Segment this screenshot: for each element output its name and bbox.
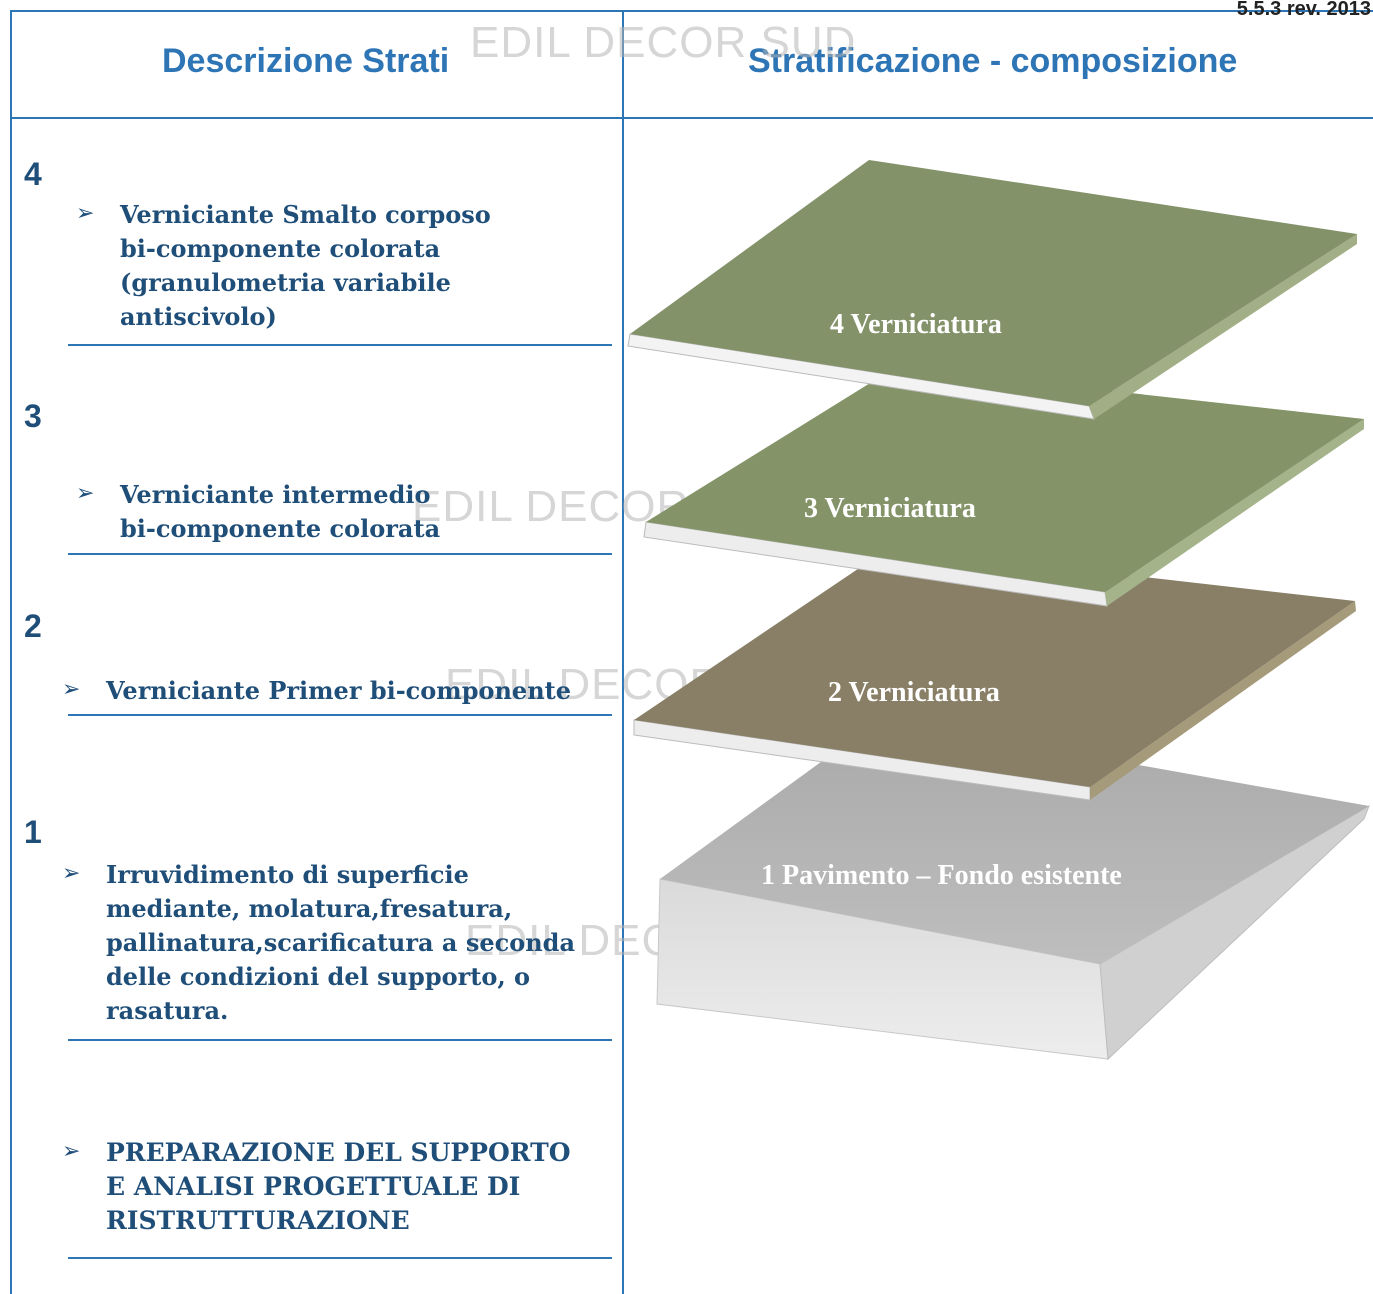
separator	[68, 553, 612, 555]
layer-1-description: Irruvidimento di superficie mediante, mo…	[106, 858, 575, 1028]
layer-stack-diagram: 1 Pavimento – Fondo esistente 2 Vernicia…	[627, 160, 1370, 1061]
separator	[68, 1039, 612, 1041]
separator	[68, 344, 612, 346]
text-line: rasatura.	[106, 996, 229, 1025]
arrow-bullet-icon: ➢	[62, 1139, 81, 1164]
arrow-bullet-icon: ➢	[76, 481, 95, 506]
layer-1-block: 1 Pavimento – Fondo esistente	[656, 719, 1370, 1061]
header-descrizione-strati: Descrizione Strati	[162, 42, 450, 80]
preparation-description: PREPARAZIONE DEL SUPPORTO E ANALISI PROG…	[106, 1136, 570, 1238]
separator	[68, 714, 612, 716]
layer-number-2: 2	[24, 608, 42, 644]
text-line: PREPARAZIONE DEL SUPPORTO	[106, 1138, 571, 1167]
header-divider	[10, 117, 1373, 119]
arrow-bullet-icon: ➢	[76, 201, 95, 226]
column-divider	[622, 10, 624, 1294]
layer-number-3: 3	[24, 398, 42, 434]
layer-4-description: Verniciante Smalto corposo bi-componente…	[120, 198, 491, 334]
layer-3-label: 3 Verniciatura	[804, 493, 976, 524]
layer-number-4: 4	[24, 156, 42, 192]
layer-2-block: 2 Verniciatura	[633, 548, 1356, 801]
text-line: bi-componente colorata	[120, 514, 441, 543]
text-line: Verniciante Primer bi-componente	[106, 676, 571, 705]
text-line: antiscivolo)	[120, 302, 277, 331]
text-line: mediante, molatura,fresatura,	[106, 894, 513, 923]
text-line: bi-componente colorata	[120, 234, 441, 263]
text-line: RISTRUTTURAZIONE	[106, 1206, 410, 1235]
document-code: 5.5.3 rev. 2013	[1236, 0, 1371, 20]
layer-1-label: 1 Pavimento – Fondo esistente	[761, 860, 1122, 891]
separator	[68, 1257, 612, 1259]
layer-4-label: 4 Verniciatura	[830, 309, 1002, 340]
text-line: Verniciante intermedio	[120, 480, 431, 509]
layer-3-description: Verniciante intermedio bi-componente col…	[120, 478, 440, 546]
arrow-bullet-icon: ➢	[62, 861, 81, 886]
header-stratificazione: Stratificazione - composizione	[748, 42, 1238, 80]
text-line: (granulometria variabile	[120, 268, 451, 297]
layer-number-1: 1	[24, 814, 42, 850]
text-line: pallinatura,scarificatura a seconda	[106, 928, 575, 957]
text-line: Verniciante Smalto corposo	[120, 200, 491, 229]
layer-2-description: Verniciante Primer bi-componente	[106, 674, 571, 708]
layer-2-label: 2 Verniciatura	[828, 677, 1000, 708]
watermark: EDIL DECOR SUD	[470, 18, 857, 67]
text-line: Irruvidimento di superficie	[106, 860, 469, 889]
table-frame: 5.5.3 rev. 2013	[10, 0, 1373, 1294]
text-line: E ANALISI PROGETTUALE DI	[106, 1172, 521, 1201]
layer-4-block: 4 Verniciatura	[627, 160, 1357, 420]
text-line: delle condizioni del supporto, o	[106, 962, 531, 991]
arrow-bullet-icon: ➢	[62, 677, 81, 702]
layer-3-block: 3 Verniciatura	[643, 367, 1364, 607]
